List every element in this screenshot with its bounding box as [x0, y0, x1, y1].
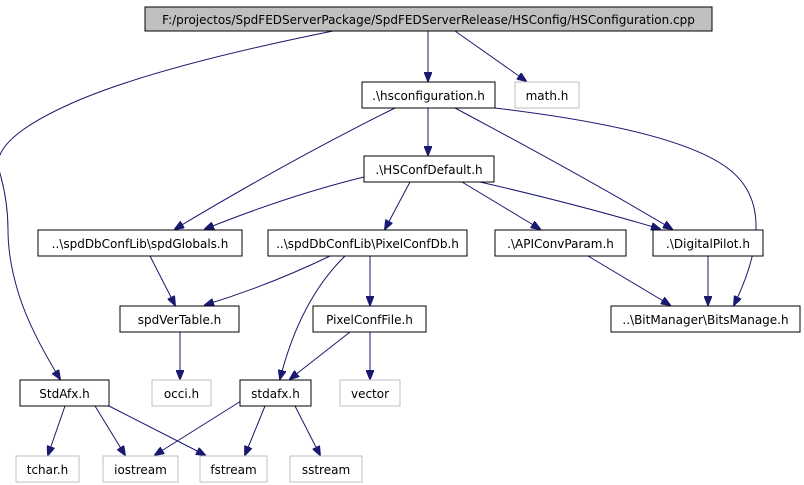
node-box: [652, 229, 764, 257]
node-label: PixelConfFile.h: [326, 313, 413, 327]
node-label: StdAfx.h: [39, 387, 89, 401]
node-box: [37, 229, 243, 257]
edge-hsconfiguration_cpp-to-stdafx_upper_h: [0, 30, 334, 379]
node-math_h: math.h: [514, 81, 580, 109]
node-box: [610, 305, 801, 333]
node-box: [102, 455, 179, 483]
node-occi_h: occi.h: [151, 379, 212, 407]
node-box: [15, 455, 80, 483]
node-fstream: fstream: [199, 455, 268, 483]
node-label: ..\spdDbConfLib\PixelConfDb.h: [276, 237, 459, 251]
node-box: [494, 229, 627, 257]
node-stdafx_lower_h[interactable]: stdafx.h: [239, 379, 312, 407]
node-spdvertable_h[interactable]: spdVerTable.h: [119, 305, 240, 333]
node-box: [144, 6, 713, 32]
node-label: vector: [351, 387, 389, 401]
node-digitalpilot_h[interactable]: .\DigitalPilot.h: [652, 229, 764, 257]
edge-stdafx_lower_h-to-sstream: [294, 405, 320, 455]
node-label: ..\spdDbConfLib\spdGlobals.h: [52, 237, 229, 251]
edges-layer: [0, 30, 757, 455]
edge-hsconfiguration_h-to-bitsmanage_h: [494, 107, 757, 305]
node-label: .\DigitalPilot.h: [666, 237, 750, 251]
node-tchar_h: tchar.h: [15, 455, 80, 483]
node-label: sstream: [302, 463, 350, 477]
edge-hsconfdefault_h-to-digitalpilot_h: [479, 181, 660, 229]
node-label: .\HSConfDefault.h: [375, 163, 482, 177]
nodes-layer: F:/projectos/SpdFEDServerPackage/SpdFEDS…: [15, 6, 801, 483]
edge-stdafx_lower_h-to-fstream: [245, 405, 266, 455]
node-label: iostream: [114, 463, 167, 477]
node-label: stdafx.h: [251, 387, 300, 401]
node-box: [289, 455, 363, 483]
node-box: [312, 305, 427, 333]
node-pixelconfdb_h[interactable]: ..\spdDbConfLib\PixelConfDb.h: [267, 229, 468, 257]
node-box: [239, 379, 312, 407]
edge-spdglobals_h-to-spdvertable_h: [149, 255, 175, 305]
edge-hsconfdefault_h-to-spdglobals_h: [205, 176, 365, 229]
node-label: math.h: [526, 89, 569, 103]
node-box: [199, 455, 268, 483]
edge-stdafx_upper_h-to-iostream: [94, 405, 125, 455]
node-hsconfiguration_cpp[interactable]: F:/projectos/SpdFEDServerPackage/SpdFEDS…: [144, 6, 713, 32]
node-label: .\hsconfiguration.h: [372, 89, 485, 103]
node-label: occi.h: [164, 387, 199, 401]
node-box: [514, 81, 580, 109]
node-box: [19, 379, 110, 407]
node-box: [267, 229, 468, 257]
node-label: F:/projectos/SpdFEDServerPackage/SpdFEDS…: [162, 13, 695, 27]
node-hsconfiguration_h[interactable]: .\hsconfiguration.h: [361, 81, 496, 109]
edge-hsconfiguration_h-to-spdglobals_h: [175, 107, 396, 229]
edge-stdafx_lower_h-to-iostream: [155, 400, 242, 455]
edge-stdafx_upper_h-to-fstream: [108, 405, 205, 455]
node-box: [339, 379, 401, 407]
edge-pixelconfdb_h-to-stdafx_lower_h: [280, 255, 346, 379]
node-stdafx_upper_h[interactable]: StdAfx.h: [19, 379, 110, 407]
node-label: spdVerTable.h: [138, 313, 222, 327]
node-hsconfdefault_h[interactable]: .\HSConfDefault.h: [363, 155, 495, 183]
node-pixelconffile_h[interactable]: PixelConfFile.h: [312, 305, 427, 333]
edge-pixelconffile_h-to-stdafx_lower_h: [290, 331, 351, 379]
node-sstream: sstream: [289, 455, 363, 483]
node-spdglobals_h[interactable]: ..\spdDbConfLib\spdGlobals.h: [37, 229, 243, 257]
node-iostream: iostream: [102, 455, 179, 483]
node-box: [363, 155, 495, 183]
edge-apiconvparam_h-to-bitsmanage_h: [587, 255, 670, 305]
node-bitsmanage_h[interactable]: ..\BitManager\BitsManage.h: [610, 305, 801, 333]
edge-hsconfiguration_h-to-digitalpilot_h: [454, 107, 672, 229]
node-label: .\APIConvParam.h: [507, 237, 614, 251]
node-label: tchar.h: [27, 463, 69, 477]
edge-pixelconfdb_h-to-spdvertable_h: [205, 255, 331, 305]
node-box: [151, 379, 212, 407]
node-box: [361, 81, 496, 109]
edge-hsconfdefault_h-to-pixelconfdb_h: [385, 181, 411, 229]
edge-hsconfiguration_cpp-to-math_h: [454, 30, 526, 81]
node-vector: vector: [339, 379, 401, 407]
edge-hsconfdefault_h-to-apiconvparam_h: [461, 181, 540, 229]
edge-stdafx_upper_h-to-tchar_h: [48, 405, 66, 455]
node-box: [119, 305, 240, 333]
node-label: fstream: [210, 463, 256, 477]
node-apiconvparam_h[interactable]: .\APIConvParam.h: [494, 229, 627, 257]
node-label: ..\BitManager\BitsManage.h: [622, 313, 788, 327]
